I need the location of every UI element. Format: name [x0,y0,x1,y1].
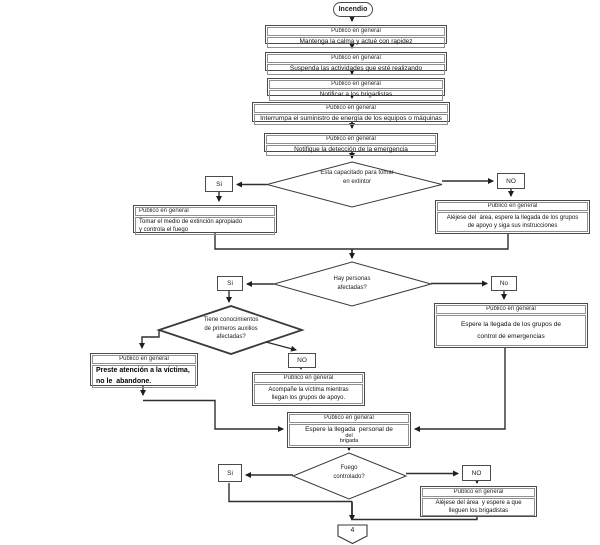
process-header: Publico en general [254,374,363,383]
process-text: Notificar a los brigadistas [319,91,393,98]
decision-line: controlado? [333,474,365,480]
process-tomar-extintor: Publico en general Tomar el medio de ext… [133,205,277,236]
decision-diamonds [156,161,443,545]
yes-box-4: Si [218,464,242,482]
process-header: Publico en general [266,135,436,144]
decision-line: Esta capacitado para tomar [320,170,394,176]
decision-line: de primeros auxilios [204,325,258,332]
process-text: control de emergencias [477,332,545,340]
process-text: Aléjese del área, espere la llegada de l… [446,214,579,221]
decision-line: Tiene conocimientos [203,317,259,323]
process-header: Publico en general [92,355,196,364]
process-header: Publico en general [437,202,588,211]
no-label: No [499,280,509,287]
process-text: Aléjese del área y espere a que [435,500,522,506]
process-text: Espere la llegada de los grupos de [460,320,562,328]
process-notifique-emergencia: Publico en general Notifique la detecció… [264,133,438,156]
process-acompane-victima: Publico en general Acompañe la víctima m… [252,372,365,406]
start-label: Incendio [338,6,368,13]
process-alejese-espere-brigadistas: Publico en general Aléjese del área y es… [420,486,537,517]
process-header: Publico en general [289,414,409,423]
process-header: Publico en general [436,305,586,314]
yes-box-2: Si [217,276,243,291]
diamond-capacitado [265,161,443,208]
process-alejese-area: Publico en general Aléjese del área, esp… [435,200,590,234]
decision-fuego-label: Fuego controlado? [309,464,389,482]
process-header: Publico en general [269,80,443,89]
yes-label: Si [216,180,222,188]
no-box-1: NO [497,173,525,189]
process-text: Acompañe la víctima mientras [268,386,349,393]
decision-line: Hay personas [333,276,371,282]
process-text: Preste atención a la víctima, [96,367,190,374]
process-header: Publico en general [267,54,445,63]
yes-label: Si [227,469,233,477]
process-header: Publico en general [135,207,275,216]
process-suspenda-actividades: Publico en general Suspenda las activida… [265,52,447,75]
no-box-2: No [491,276,517,291]
process-text: lleguen los brigadistas [448,508,509,515]
decision-capacitado-label: Esta capacitado para tomar en extintor [287,169,427,187]
process-header: Publico en general [267,27,445,36]
process-text: brigada [339,438,359,445]
process-interrumpa-energia: Publico en general Interrumpa el suminis… [252,102,450,125]
process-mantenga-calma: Publico en general Mantenga la calma y a… [265,25,447,48]
process-espere-brigada: Publico en general Espere la llegada per… [287,412,411,448]
diamond-fuego-controlado [291,452,408,500]
process-text: y controla el fuego [139,227,189,234]
process-text: de apoyo y siga sus instrucciones [467,223,558,229]
no-label: NO [506,177,516,185]
no-box-3: NO [288,353,316,368]
diamond-personas-afectadas [272,261,433,307]
process-text: Notifique la detección de la emergencia [294,146,408,153]
offpage-connector-label: 4 [338,524,367,537]
process-preste-atencion: Publico en general Preste atención a la … [90,353,198,388]
process-text: Suspenda las actividades que esté realiz… [289,65,423,72]
decision-personas-label: Hay personas afectadas? [302,275,402,293]
process-notificar-brigadistas: Publico en general Notificar a los briga… [267,78,445,101]
start-terminator: Incendio [333,2,373,17]
decision-line: afectadas? [216,334,246,340]
no-label: NO [471,469,482,477]
process-text: Interrumpa el suministro de energía de l… [260,115,442,122]
process-text: no le abandone. [96,377,152,385]
decision-line: en extintor [342,179,372,185]
process-espere-grupos-control: Publico en general Espere la llegada de … [434,303,588,348]
decision-auxilios-label: Tiene conocimientos de primeros auxilios… [176,316,286,342]
offpage-connector-shape [337,524,368,545]
process-text: Espere la llegada personal de [305,425,393,433]
decision-line: Fuego [340,465,358,471]
process-header: Publico en general [254,104,448,113]
connector-number: 4 [350,527,355,534]
no-box-4: NO [462,465,491,481]
process-text: del [345,433,353,440]
process-text: llegan los grupos de apoyo. [271,395,346,401]
decision-line: afectadas? [337,285,367,291]
process-text: Tomar el medio de extinción apropiado [139,219,243,225]
yes-label: Si [227,280,233,287]
no-label: NO [297,357,307,364]
process-text: Mantenga la calma y actué con rapidez [299,38,413,45]
yes-box-1: Si [205,176,233,192]
process-header: Publico en general [422,488,535,497]
